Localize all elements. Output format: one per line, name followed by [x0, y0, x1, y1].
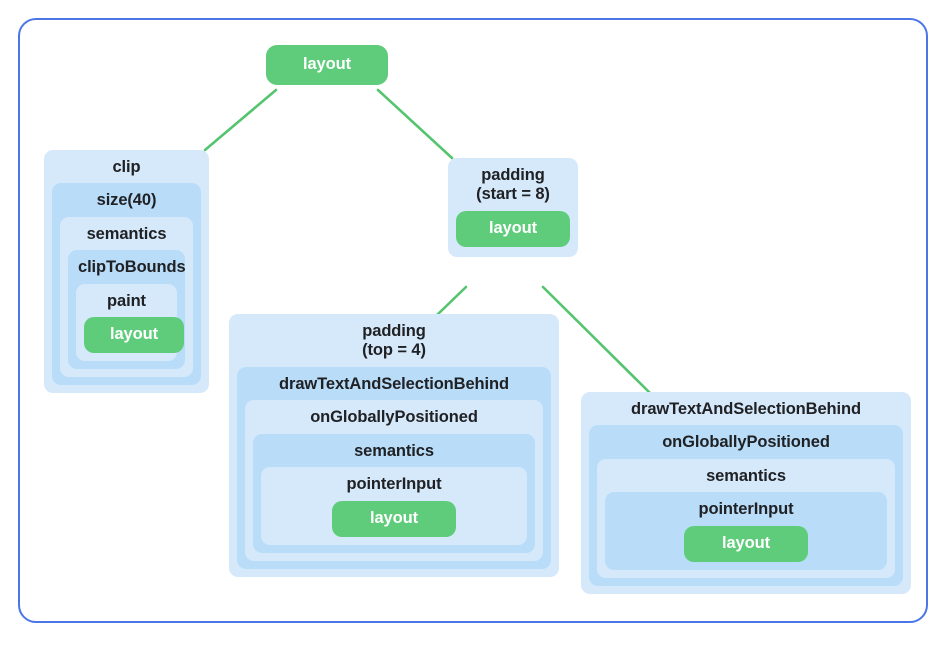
modifier-size-label: size(40) [96, 191, 157, 210]
node-root-layout[interactable]: layout [266, 45, 388, 85]
modifier-ongloballypositioned-label: onGloballyPositioned [662, 433, 830, 452]
node-clip-stack[interactable]: clip size(40) semantics clipToBounds pai… [44, 150, 209, 394]
node-draw-text-stack[interactable]: drawTextAndSelectionBehind onGloballyPos… [581, 392, 911, 594]
node-padding-start[interactable]: padding (start = 8) layout [448, 158, 578, 257]
leaf-layout: layout [84, 317, 184, 354]
modifier-padding-start-param: (start = 8) [476, 185, 550, 204]
modifier-clip[interactable]: clip size(40) semantics clipToBounds pai… [44, 150, 209, 394]
modifier-padding-start-label: padding (start = 8) [456, 165, 570, 211]
leaf-layout: layout [266, 45, 388, 85]
leaf-layout: layout [684, 525, 808, 562]
modifier-pointerinput-label: pointerInput [698, 500, 794, 519]
modifier-semantics[interactable]: semantics pointerInput layout [597, 458, 895, 578]
modifier-paint-label: paint [107, 291, 146, 310]
modifier-padding-top-label: padding (top = 4) [237, 321, 551, 367]
modifier-drawtextandselectionbehind[interactable]: drawTextAndSelectionBehind onGloballyPos… [581, 392, 911, 594]
modifier-semantics[interactable]: semantics clipToBounds paint layout [60, 216, 193, 378]
modifier-semantics[interactable]: semantics pointerInput layout [253, 433, 535, 553]
leaf-layout: layout [332, 500, 456, 537]
modifier-ongloballypositioned-label: onGloballyPositioned [310, 408, 478, 427]
modifier-padding-start-name: padding [481, 166, 545, 184]
modifier-padding-top[interactable]: padding (top = 4) drawTextAndSelectionBe… [229, 314, 559, 577]
modifier-padding-top-name: padding [362, 322, 426, 340]
modifier-paint[interactable]: paint layout [76, 283, 184, 362]
modifier-semantics-label: semantics [86, 224, 167, 243]
leaf-layout: layout [456, 210, 570, 247]
modifier-pointerinput[interactable]: pointerInput layout [605, 492, 887, 570]
modifier-drawtextandselectionbehind-label: drawTextAndSelectionBehind [631, 400, 861, 418]
modifier-padding-top-param: (top = 4) [362, 341, 426, 360]
modifier-semantics-label: semantics [706, 466, 786, 485]
modifier-size[interactable]: size(40) semantics clipToBounds paint la… [52, 183, 201, 386]
modifier-cliptobounds[interactable]: clipToBounds paint layout [68, 250, 186, 370]
modifier-ongloballypositioned[interactable]: onGloballyPositioned semantics pointerIn… [589, 425, 903, 586]
modifier-drawtextandselectionbehind-label: drawTextAndSelectionBehind [279, 374, 509, 393]
modifier-cliptobounds-label: clipToBounds [78, 258, 186, 277]
modifier-clip-label: clip [112, 158, 141, 176]
modifier-padding-start[interactable]: padding (start = 8) layout [448, 158, 578, 257]
modifier-drawtextandselectionbehind[interactable]: drawTextAndSelectionBehind onGloballyPos… [237, 366, 551, 569]
modifier-ongloballypositioned[interactable]: onGloballyPositioned semantics pointerIn… [245, 400, 543, 561]
node-padding-top-stack[interactable]: padding (top = 4) drawTextAndSelectionBe… [229, 314, 559, 577]
modifier-pointerinput[interactable]: pointerInput layout [261, 467, 527, 545]
modifier-pointerinput-label: pointerInput [346, 475, 442, 494]
modifier-semantics-label: semantics [354, 441, 434, 460]
